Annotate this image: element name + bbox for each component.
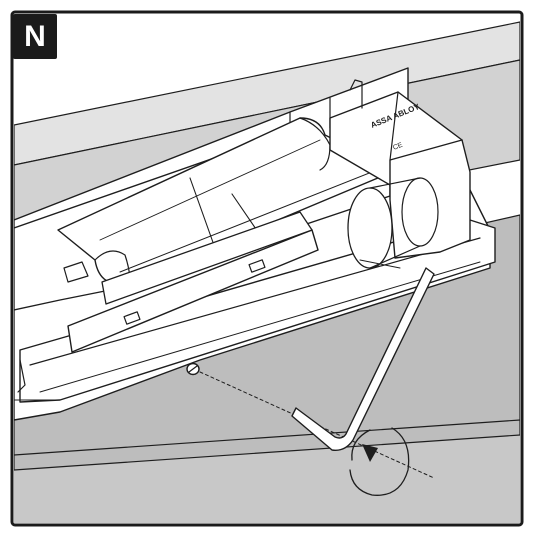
floor-strip [14,435,520,523]
upper-wall [14,21,520,166]
end-cap [329,79,471,269]
step-badge: N [13,14,57,59]
front-plate [63,211,319,353]
allen-key-icon [291,267,435,451]
model-label: CE [392,142,404,152]
battery-cylinder [57,117,386,285]
clockwise-rotation-icon [349,427,410,496]
screw-icon [186,362,200,376]
